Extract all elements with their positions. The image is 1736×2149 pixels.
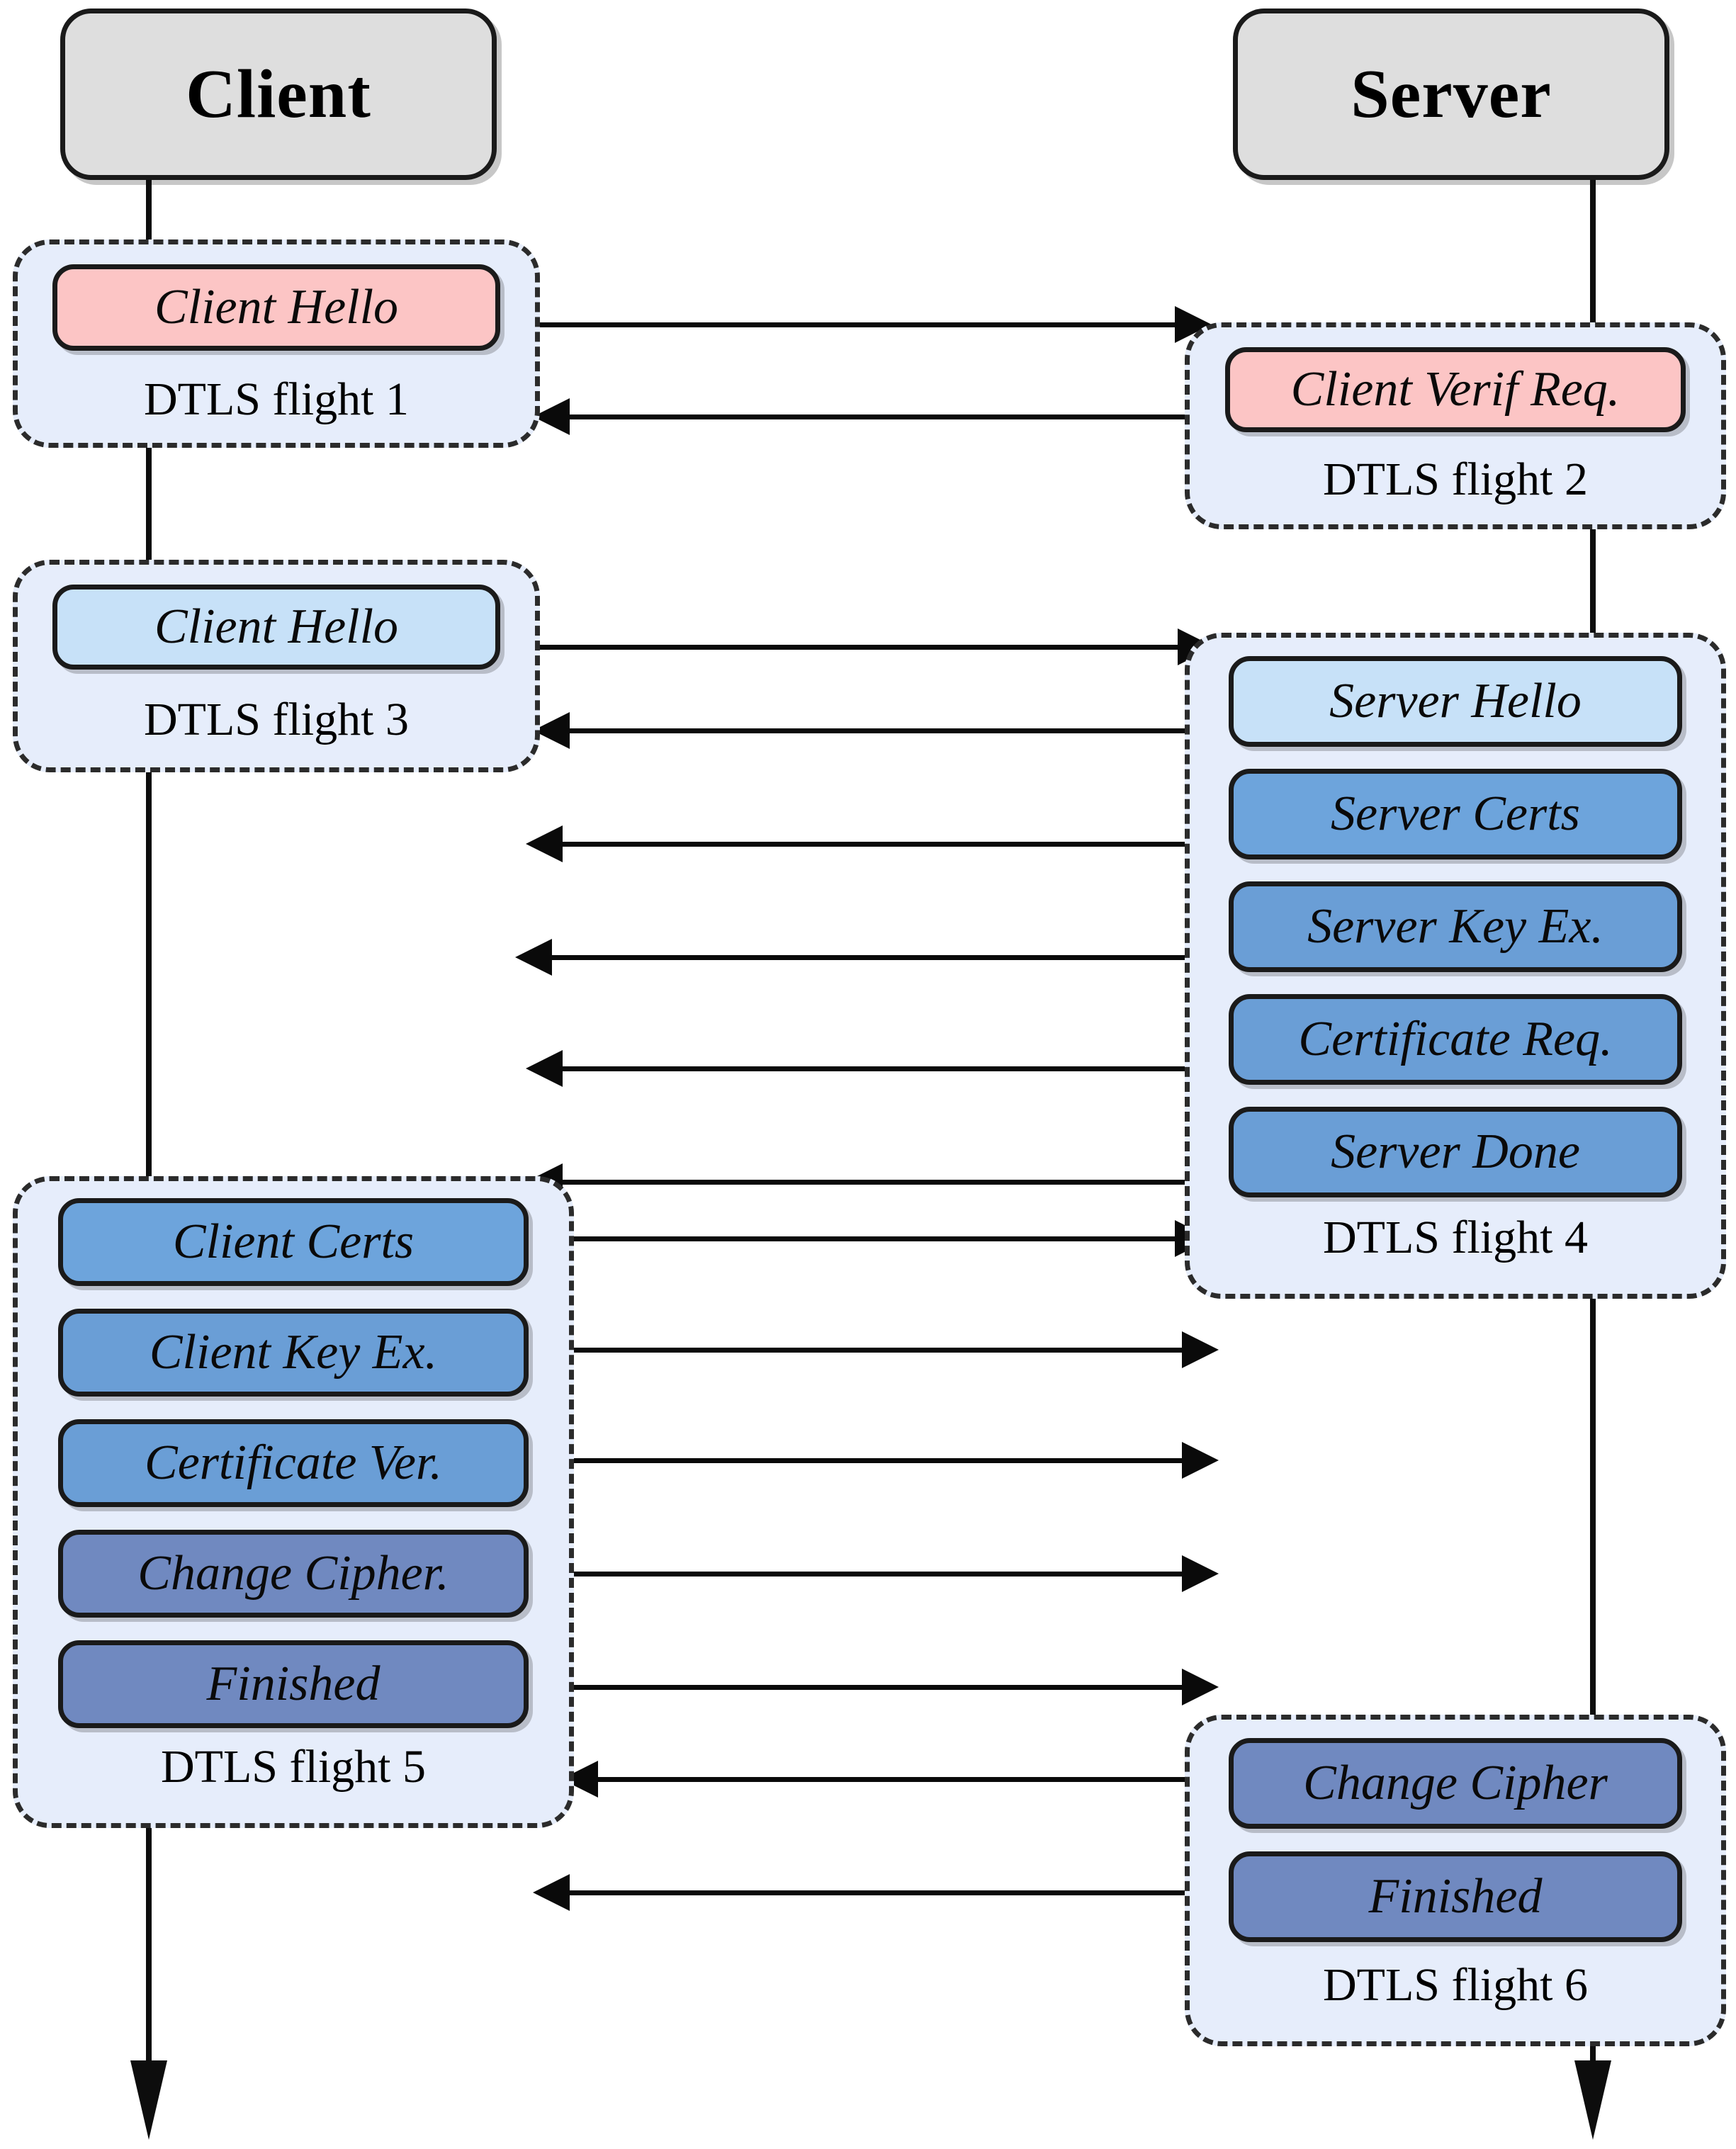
arrow-server-key-ex xyxy=(549,955,1240,960)
message-client-hello-1[interactable]: Client Hello xyxy=(52,264,500,351)
message-client-hello-2[interactable]: Client Hello xyxy=(52,585,500,670)
message-label: Server Key Ex. xyxy=(1307,899,1603,954)
arrowhead-server-certs xyxy=(526,825,563,862)
message-server-certs[interactable]: Server Certs xyxy=(1229,769,1682,859)
message-label: Client Verif Req. xyxy=(1290,362,1621,417)
flight-label-2: DTLS flight 2 xyxy=(1323,453,1588,505)
arrowhead-finished-client xyxy=(1182,1669,1219,1705)
message-label: Client Hello xyxy=(154,280,399,334)
arrow-finished-client xyxy=(528,1685,1187,1690)
message-label: Server Done xyxy=(1331,1124,1580,1179)
flight-label-3: DTLS flight 3 xyxy=(144,694,409,745)
arrow-client-certs xyxy=(528,1236,1180,1241)
flight-label-6: DTLS flight 6 xyxy=(1323,1959,1588,2011)
message-label: Finished xyxy=(206,1657,381,1711)
message-label: Certificate Ver. xyxy=(145,1436,442,1490)
lifeline-server-arrowhead xyxy=(1574,2060,1611,2140)
flight-box-6[interactable]: Change Cipher Finished DTLS flight 6 xyxy=(1185,1715,1726,2046)
message-certificate-req[interactable]: Certificate Req. xyxy=(1229,994,1682,1085)
arrow-client-verif-req xyxy=(567,414,1240,419)
arrow-server-hello xyxy=(567,728,1240,733)
message-client-key-ex[interactable]: Client Key Ex. xyxy=(58,1309,529,1397)
arrow-server-done xyxy=(560,1180,1240,1185)
arrow-client-hello-2 xyxy=(496,645,1183,650)
flight-box-3[interactable]: Client Hello DTLS flight 3 xyxy=(13,560,540,772)
arrow-change-cipher-server xyxy=(595,1777,1240,1782)
message-server-hello[interactable]: Server Hello xyxy=(1229,656,1682,747)
arrowhead-certificate-req xyxy=(526,1050,563,1087)
message-certificate-ver[interactable]: Certificate Ver. xyxy=(58,1419,529,1507)
message-label: Change Cipher. xyxy=(137,1546,449,1601)
message-finished-server[interactable]: Finished xyxy=(1229,1851,1682,1942)
arrow-certificate-req xyxy=(560,1066,1240,1071)
message-server-done[interactable]: Server Done xyxy=(1229,1107,1682,1197)
flight-box-1[interactable]: Client Hello DTLS flight 1 xyxy=(13,239,540,448)
actor-server-label: Server xyxy=(1351,56,1552,132)
message-change-cipher-server[interactable]: Change Cipher xyxy=(1229,1738,1682,1829)
arrowhead-client-key-ex xyxy=(1182,1331,1219,1368)
message-client-certs[interactable]: Client Certs xyxy=(58,1198,529,1286)
arrow-certificate-ver xyxy=(528,1458,1187,1463)
flight-label-5: DTLS flight 5 xyxy=(161,1741,426,1793)
message-label: Change Cipher xyxy=(1303,1756,1608,1810)
arrow-client-key-ex xyxy=(528,1348,1187,1353)
message-finished-client[interactable]: Finished xyxy=(58,1640,529,1728)
arrow-finished-server xyxy=(567,1890,1240,1895)
lifeline-client xyxy=(146,180,152,2065)
actor-client: Client xyxy=(60,9,497,180)
message-label: Client Hello xyxy=(154,599,399,654)
arrowhead-finished-server xyxy=(533,1874,570,1911)
message-label: Certificate Req. xyxy=(1298,1012,1613,1066)
actor-client-label: Client xyxy=(186,56,371,132)
flight-label-1: DTLS flight 1 xyxy=(144,373,409,425)
arrow-client-hello-1 xyxy=(496,322,1180,327)
message-server-key-ex[interactable]: Server Key Ex. xyxy=(1229,881,1682,972)
message-label: Server Hello xyxy=(1329,674,1582,728)
arrow-server-certs xyxy=(560,842,1240,847)
message-label: Client Certs xyxy=(172,1214,415,1269)
message-label: Client Key Ex. xyxy=(149,1325,438,1380)
flight-box-2[interactable]: Client Verif Req. DTLS flight 2 xyxy=(1185,322,1726,529)
actor-server: Server xyxy=(1233,9,1669,180)
message-label: Finished xyxy=(1368,1869,1543,1924)
arrow-change-cipher-client xyxy=(528,1572,1187,1577)
flight-box-5[interactable]: Client Certs Client Key Ex. Certificate … xyxy=(13,1176,574,1828)
lifeline-client-arrowhead xyxy=(130,2060,167,2140)
message-client-verif-req[interactable]: Client Verif Req. xyxy=(1225,347,1686,432)
message-label: Server Certs xyxy=(1331,786,1580,841)
flight-box-4[interactable]: Server Hello Server Certs Server Key Ex.… xyxy=(1185,633,1726,1299)
arrowhead-certificate-ver xyxy=(1182,1442,1219,1479)
arrowhead-server-key-ex xyxy=(515,939,552,976)
arrowhead-change-cipher-client xyxy=(1182,1555,1219,1592)
flight-label-4: DTLS flight 4 xyxy=(1323,1212,1588,1263)
message-change-cipher-client[interactable]: Change Cipher. xyxy=(58,1530,529,1618)
